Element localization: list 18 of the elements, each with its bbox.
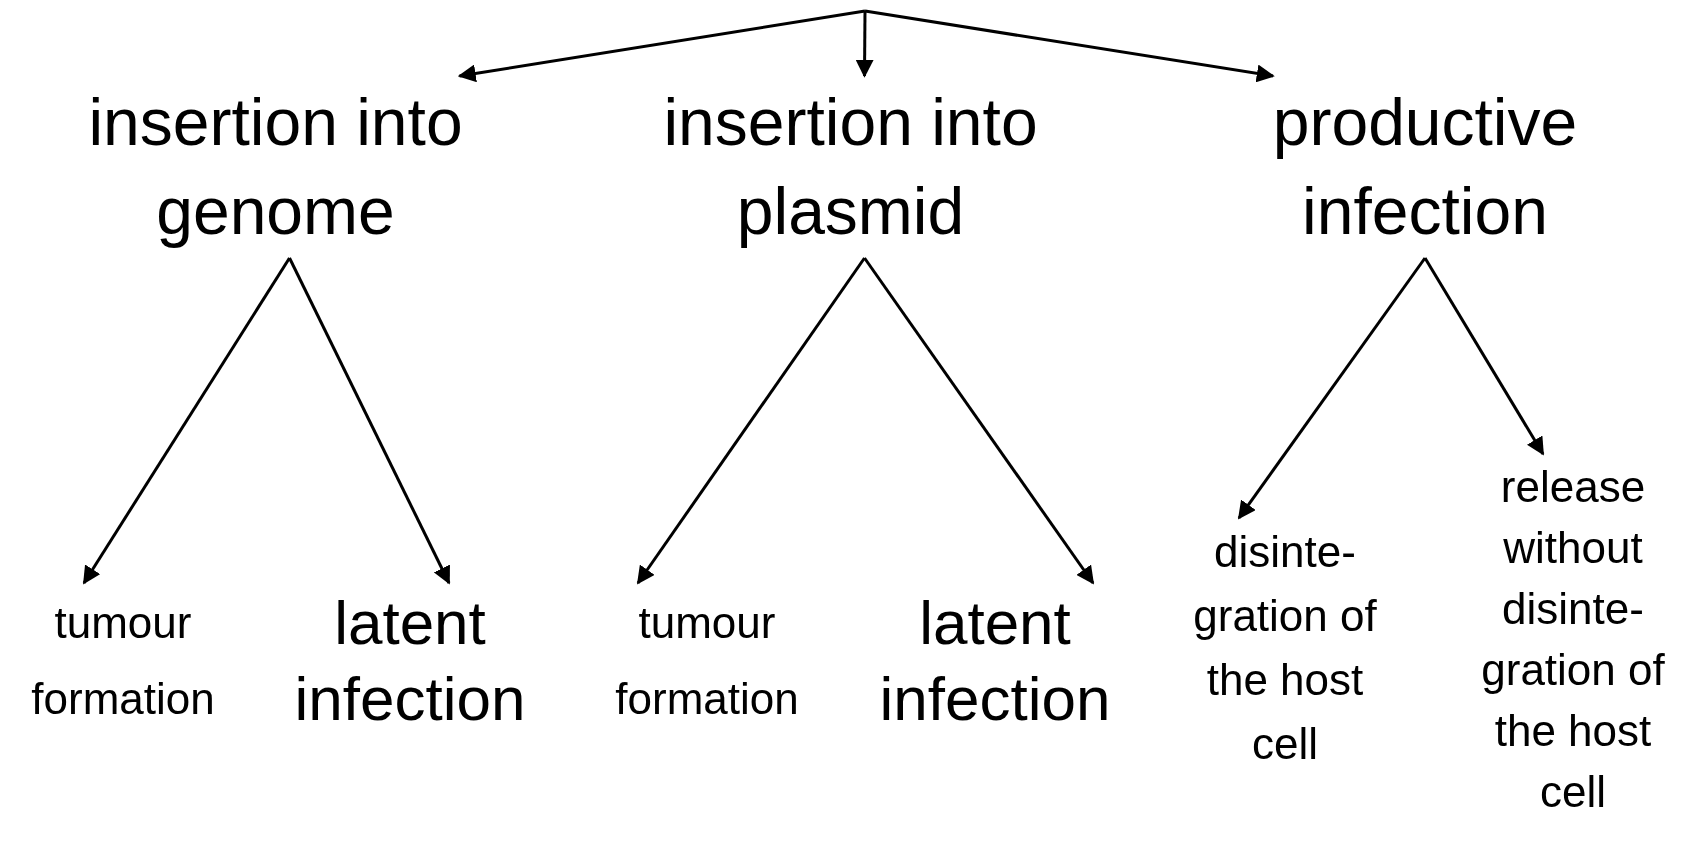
node-text: productive infection xyxy=(1252,78,1598,256)
node-text: release without disinte- gration of the host cell xyxy=(1461,456,1685,822)
arrow xyxy=(1423,257,1545,456)
node-text: tumour formation xyxy=(8,585,238,737)
arrow xyxy=(636,257,866,585)
node-text: insertion into plasmid xyxy=(639,78,1062,256)
arrow xyxy=(863,257,1095,585)
node-text: latent infection xyxy=(875,585,1115,737)
arrow xyxy=(1237,257,1427,520)
node-text: insertion into genome xyxy=(63,78,488,256)
arrow xyxy=(288,257,451,585)
node-text: latent infection xyxy=(285,585,535,737)
arrow xyxy=(82,257,291,585)
node-text: disinte- gration of the host cell xyxy=(1172,520,1398,776)
node-text: tumour formation xyxy=(596,585,818,737)
arrow xyxy=(855,11,874,78)
arrow xyxy=(864,9,1275,83)
arrow xyxy=(457,9,866,83)
